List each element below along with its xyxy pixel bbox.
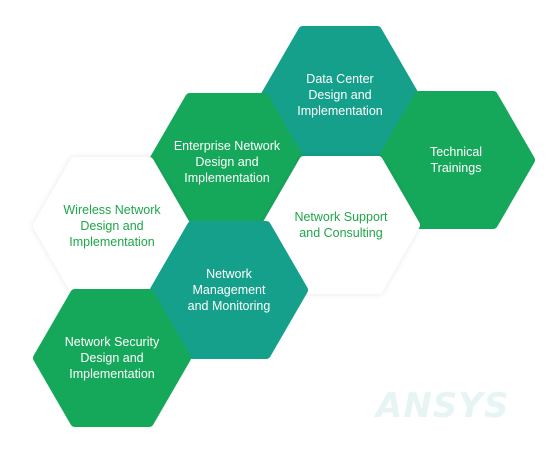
ansys-logo: ANSYS [376, 386, 510, 426]
network-security-hexagon [33, 289, 191, 427]
network-management-hexagon [150, 221, 308, 359]
